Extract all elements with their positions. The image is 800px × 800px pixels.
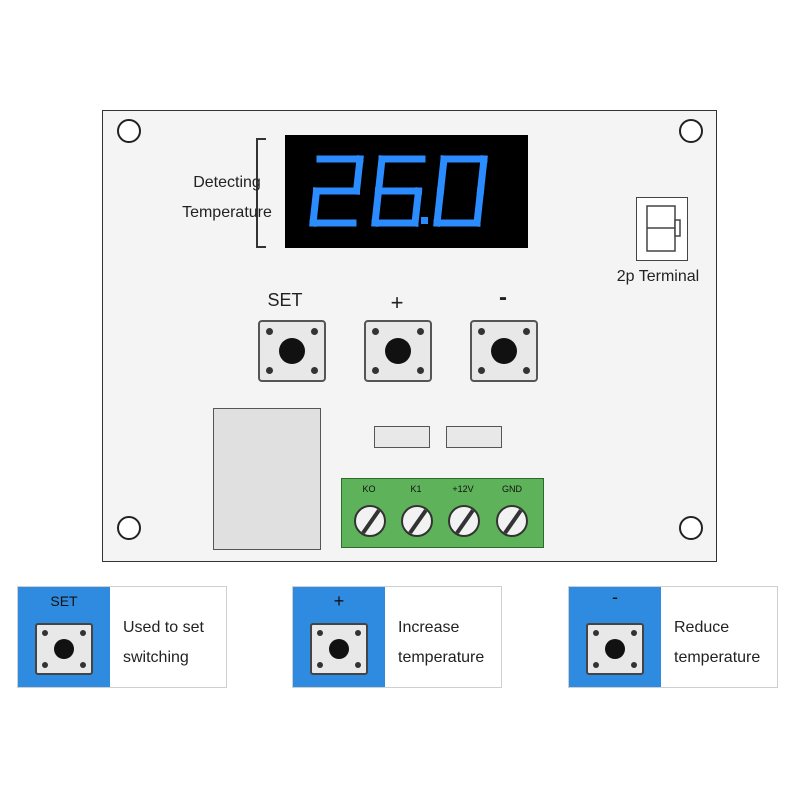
- relay-component: [213, 408, 321, 550]
- 2p-terminal: [636, 197, 688, 261]
- plus-button-label: +: [390, 290, 404, 315]
- pin-label-k1: K1: [410, 484, 422, 494]
- legend-plus-line1: Increase: [398, 619, 460, 636]
- detecting-label-line1: Detecting: [193, 174, 261, 191]
- legend-set-description: Used to set switching: [123, 613, 228, 673]
- legend-minus-title: -: [612, 587, 618, 607]
- legend-set-line2: switching: [123, 649, 189, 666]
- detecting-label-line2: Temperature: [182, 204, 272, 221]
- display-segment: [473, 187, 485, 227]
- legend-minus-button-icon: [586, 623, 644, 675]
- display-decimal-point: [421, 217, 428, 224]
- display-segment: [436, 155, 448, 195]
- mounting-hole-top-right: [679, 119, 703, 143]
- pin-label-12v: +12V: [452, 484, 474, 494]
- smd-component-right: [446, 426, 502, 448]
- 2p-terminal-label: 2p Terminal: [616, 268, 700, 285]
- legend-minus-description: Reduce temperature: [674, 613, 779, 673]
- plus-button[interactable]: [364, 320, 432, 382]
- screw-k1[interactable]: [401, 505, 433, 537]
- pin-label-ko: KO: [362, 484, 376, 494]
- seven-segment-digits: [309, 155, 488, 227]
- legend-minus: - Reduce temperature: [568, 586, 778, 688]
- legend-plus-button-icon: [310, 623, 368, 675]
- set-button-knob: [279, 338, 305, 364]
- display-segment: [371, 187, 383, 227]
- pin-label-gnd: GND: [502, 484, 522, 494]
- legend-set: SET Used to set switching: [17, 586, 227, 688]
- legend-plus: + Increase temperature: [292, 586, 502, 688]
- legend-minus-line1: Reduce: [674, 619, 730, 636]
- legend-set-line1: Used to set: [123, 619, 204, 636]
- minus-button-knob: [491, 338, 517, 364]
- label-bracket: [256, 138, 266, 248]
- smd-component-left: [374, 426, 430, 448]
- legend-set-button-icon: [35, 623, 93, 675]
- legend-plus-title: +: [333, 591, 345, 611]
- set-button[interactable]: [258, 320, 326, 382]
- set-button-label: SET: [267, 290, 303, 310]
- display-segment: [411, 187, 423, 227]
- screw-12v[interactable]: [448, 505, 480, 537]
- display-segment: [476, 155, 488, 195]
- legend-minus-line2: temperature: [674, 649, 761, 666]
- detecting-temperature-label: Detecting Temperature: [168, 168, 286, 228]
- minus-button[interactable]: [470, 320, 538, 382]
- screw-gnd[interactable]: [496, 505, 528, 537]
- minus-button-label: -: [499, 284, 507, 311]
- screw-ko[interactable]: [354, 505, 386, 537]
- mounting-hole-bottom-right: [679, 516, 703, 540]
- mounting-hole-top-left: [117, 119, 141, 143]
- display-segment: [352, 155, 364, 195]
- legend-plus-description: Increase temperature: [398, 613, 503, 673]
- display-segment: [309, 187, 321, 227]
- display-segment: [433, 187, 445, 227]
- mounting-hole-bottom-left: [117, 516, 141, 540]
- display-segment: [374, 155, 386, 195]
- legend-set-title: SET: [50, 593, 78, 609]
- plus-button-knob: [385, 338, 411, 364]
- legend-plus-line2: temperature: [398, 649, 485, 666]
- led-display: [285, 135, 528, 248]
- terminal-socket-icon: [646, 205, 681, 252]
